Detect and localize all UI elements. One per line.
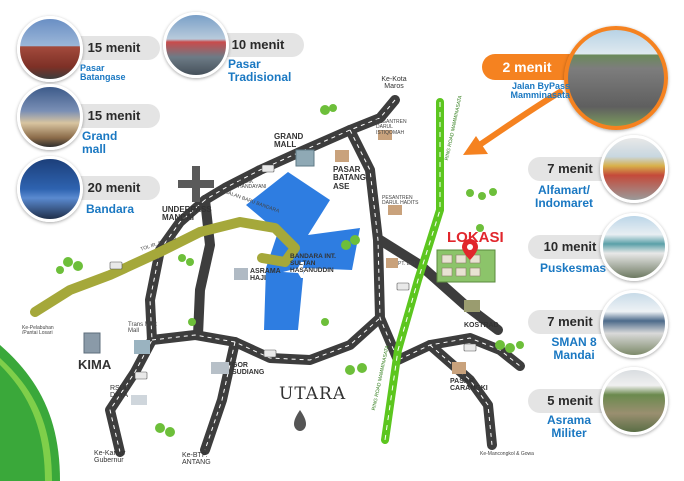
place-name: SMAN 8 Mandai: [551, 335, 597, 362]
asrama-militer-photo: [600, 367, 668, 435]
place-name: Pasar Tradisional: [228, 57, 292, 84]
place-name: Alfamart/ Indomaret: [534, 183, 593, 210]
gor-building: [211, 362, 229, 374]
label-rsud-daya: RSUD DAYA: [110, 385, 130, 400]
grand-mall-photo: [17, 84, 83, 150]
label-stmik: STMIK HANDAYANI: [238, 179, 267, 191]
road-mancongkol: [425, 340, 497, 450]
compass-label: UTARA: [279, 384, 347, 404]
label-mancongkol: Ke-Mancongkol & Gowa: [480, 451, 534, 457]
label-bandara-int: BANDARA INT. SULTAN HASANUDDIN: [290, 253, 336, 274]
place-name: Grand mall: [82, 129, 118, 156]
place-name: Puskesmas: [540, 261, 607, 275]
label-grand-mall: GRAND MALL: [274, 132, 304, 150]
kima-building: [83, 332, 101, 354]
place-name: Asrama Militer: [546, 413, 592, 440]
bypass-arrow: [472, 89, 563, 151]
label-kostrad: KOSTRAD: [464, 322, 499, 329]
label-pesantren-1: PESANTREN DARUL ISTIQOMAH: [376, 119, 407, 136]
place-name: Pasar Batangase: [80, 63, 126, 83]
time-pill: 10 menit: [528, 235, 624, 259]
pasar-tradisional-photo: [163, 12, 229, 78]
label-kota-maros: Ke-Kota Maros: [381, 76, 407, 91]
label-asrama-haji: ASRAMA HAJI: [250, 268, 281, 283]
kostrad-building: [464, 300, 480, 312]
trans-mall-building: [134, 340, 150, 354]
label-pelabuhan: Ke-Pelabuhan /Pantai Losari: [22, 325, 54, 337]
asrama-haji-building: [234, 268, 248, 280]
label-pesantren-2: PESANTREN DARUL HADITS: [382, 195, 419, 207]
label-underpass-mandai: UNDERPASS MANDAI: [162, 205, 212, 223]
bandara-photo: [17, 156, 83, 222]
pasar-batangase-photo: [17, 16, 83, 82]
underpass-interchange-icon: [178, 166, 214, 202]
alfamart-photo: [600, 135, 668, 203]
road-kostrad: [375, 235, 503, 335]
lokasi-label: LOKASI: [447, 229, 504, 246]
label-btp-antang: Ke-BTP. ANTANG: [182, 452, 211, 467]
north-compass-icon: [294, 410, 306, 431]
label-gor-sudiang: GOR SUDIANG: [232, 362, 265, 377]
road-btp: [200, 337, 240, 455]
grand-mall-building: [295, 149, 315, 167]
toll-road: [30, 217, 300, 317]
sman8-photo: [600, 290, 668, 358]
rsud-building: [131, 395, 147, 405]
place-name: Bandara: [86, 202, 135, 216]
btp-building: [386, 258, 398, 268]
pasar-batang-ase-building: [335, 150, 349, 162]
pasar-carangki-building: [452, 362, 466, 374]
location-pin-icon: [462, 239, 478, 260]
airport-runway-area: [246, 172, 360, 330]
place-name: Jalan ByPass Mamminasata: [510, 81, 570, 101]
road-inner: [193, 195, 215, 340]
label-pasar-batang-ase: PASAR BATANG ASE: [333, 165, 367, 191]
bypass-road-photo: [564, 26, 668, 130]
pesantren-2-building: [388, 205, 402, 215]
label-trans-mall: Trans Mart Mall: [128, 322, 157, 335]
label-kima: KIMA: [78, 357, 112, 372]
label-pu-bu: PT. BNI: [398, 261, 415, 267]
label-pasar-carangki: PASAR CARANGKI: [450, 378, 488, 393]
pesantren-building: [378, 130, 392, 140]
puskesmas-photo: [600, 213, 668, 281]
label-kantor-gubernur: Ke-Kantor Gubernur: [94, 450, 126, 465]
airplane-icon: [283, 262, 312, 278]
